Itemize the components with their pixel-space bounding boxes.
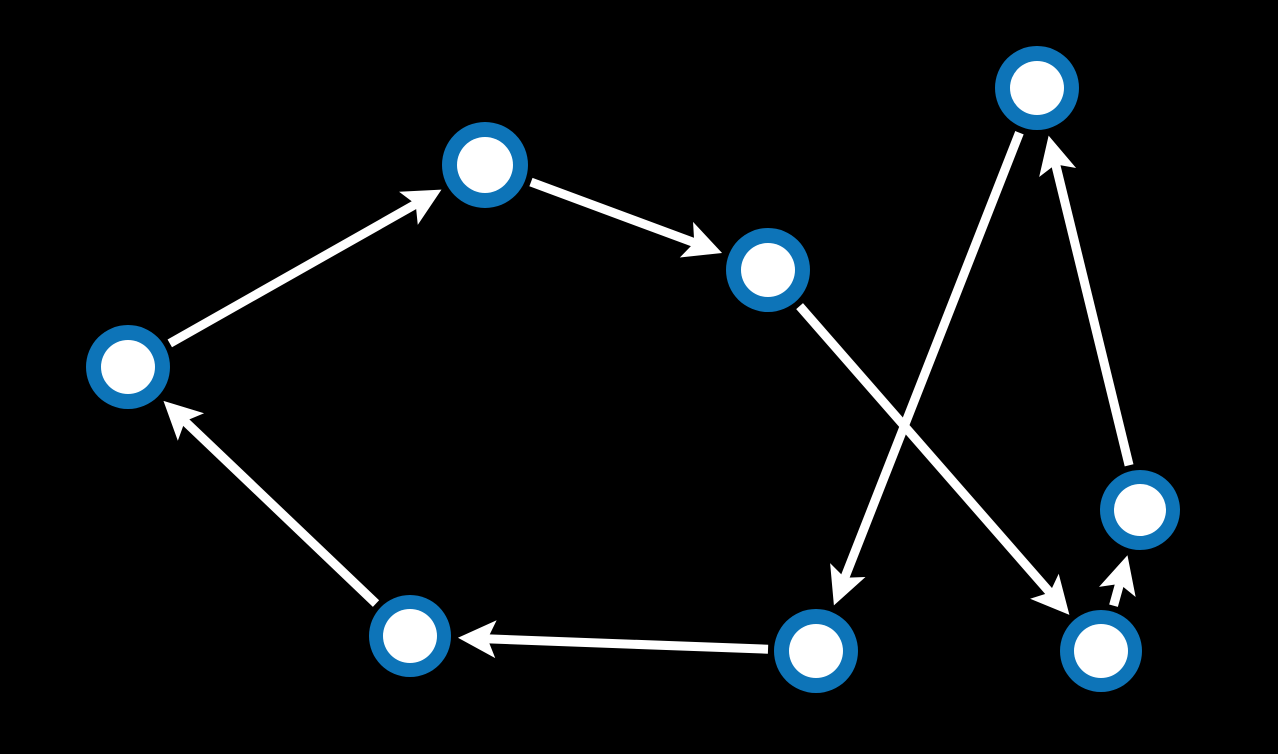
- edge-right-middle-to-top-right: [1039, 135, 1134, 467]
- edge-bottom-right-to-right-middle: [1099, 555, 1136, 607]
- node-left[interactable]: [86, 325, 170, 409]
- node-bottom-right-core: [1074, 624, 1128, 678]
- edge-top-right-to-bottom-middle: [830, 131, 1024, 606]
- node-bottom-left-core: [383, 609, 437, 663]
- edge-bottom-left-to-left: [163, 400, 380, 607]
- edge-right-middle-to-top-right-arrowhead: [1039, 135, 1077, 178]
- edge-top-right-to-bottom-middle-arrowhead: [830, 563, 866, 606]
- node-middle-core: [741, 243, 795, 297]
- node-right-middle-core: [1114, 484, 1166, 536]
- edge-bottom-left-to-left-arrowhead: [163, 400, 205, 441]
- edge-bottom-middle-to-bottom-left: [457, 620, 769, 659]
- node-middle[interactable]: [726, 228, 810, 312]
- edge-middle-to-bottom-right-arrowhead: [1030, 573, 1070, 615]
- edge-left-to-top-left: [167, 189, 442, 348]
- node-left-core: [101, 340, 155, 394]
- node-right-middle[interactable]: [1100, 470, 1180, 550]
- edge-bottom-middle-to-bottom-left-shaft: [485, 634, 769, 654]
- node-bottom-left[interactable]: [369, 595, 451, 677]
- node-bottom-middle-core: [789, 624, 843, 678]
- edge-top-right-to-bottom-middle-shaft: [839, 131, 1024, 582]
- edge-middle-to-bottom-right: [796, 303, 1070, 615]
- edge-left-to-top-left-shaft: [167, 199, 420, 348]
- edge-bottom-right-to-right-middle-arrowhead: [1099, 555, 1136, 597]
- edge-middle-to-bottom-right-shaft: [796, 303, 1055, 598]
- edge-right-middle-to-top-right-shaft: [1050, 161, 1134, 467]
- node-top-left-core: [457, 137, 513, 193]
- node-top-right[interactable]: [995, 46, 1079, 130]
- edge-top-left-to-middle: [529, 177, 723, 258]
- edge-top-left-to-middle-arrowhead: [679, 221, 723, 258]
- edge-bottom-right-to-right-middle-shaft: [1109, 580, 1125, 607]
- edge-left-to-top-left-arrowhead: [399, 189, 442, 225]
- edge-bottom-middle-to-bottom-left-arrowhead: [457, 620, 497, 659]
- edge-bottom-left-to-left-shaft: [180, 416, 380, 607]
- node-bottom-right[interactable]: [1060, 610, 1142, 692]
- node-bottom-middle[interactable]: [774, 609, 858, 693]
- node-top-right-core: [1010, 61, 1064, 115]
- edges-layer: [163, 131, 1136, 659]
- edge-top-left-to-middle-shaft: [529, 177, 698, 248]
- node-top-left[interactable]: [442, 122, 528, 208]
- nodes-layer: [86, 46, 1180, 693]
